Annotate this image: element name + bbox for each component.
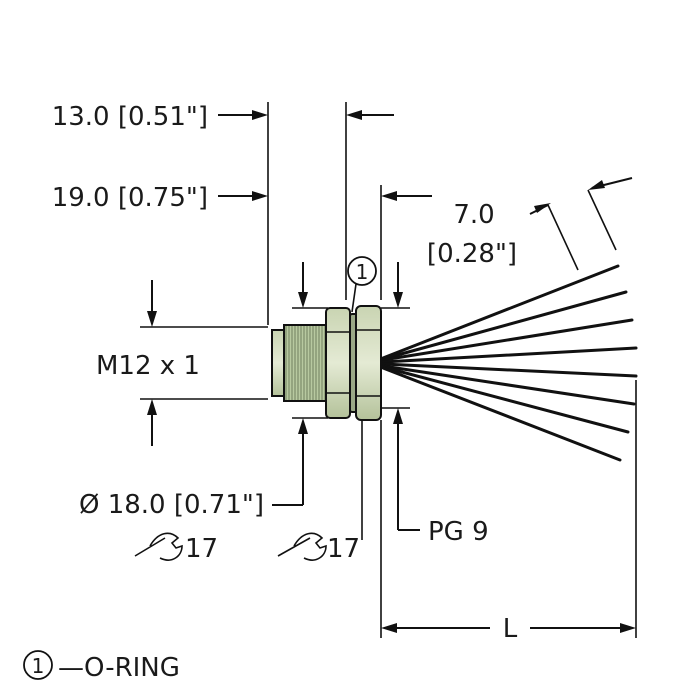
wrench-size-label-second: 17 xyxy=(327,534,360,564)
legend-marker-circle xyxy=(23,650,53,680)
hex-nut-17 xyxy=(325,307,351,419)
wire xyxy=(381,264,620,360)
dim-7-mm-label: 7.0 xyxy=(453,200,494,230)
legend-marker: 1 xyxy=(32,654,45,678)
threaded-section xyxy=(283,324,329,402)
wire xyxy=(381,365,630,434)
wire xyxy=(381,346,638,364)
hex-nut-17-second xyxy=(355,305,382,421)
dim-7-group: 7.0 [0.28"] xyxy=(427,177,633,271)
wire xyxy=(381,318,634,362)
wrench-size-label: 17 xyxy=(185,534,218,564)
pg9-label: PG 9 xyxy=(428,517,489,547)
length-label: L xyxy=(503,614,518,644)
cable-wires xyxy=(381,264,638,462)
legend: 1 —O-RING xyxy=(23,650,180,683)
wire xyxy=(381,366,622,462)
thread-label: M12 x 1 xyxy=(96,351,200,381)
dim-19-label: 19.0 [0.75"] xyxy=(52,183,208,213)
callout-circle xyxy=(347,256,377,286)
wire xyxy=(381,364,636,406)
wrench-icon: 17 xyxy=(134,532,218,564)
connector-front-face xyxy=(271,329,285,397)
dim-19-group: 19.0 [0.75"] xyxy=(52,183,432,300)
legend-text: —O-RING xyxy=(58,653,180,683)
wire xyxy=(381,290,628,361)
diameter-dim-group: Ø 18.0 [0.71"] xyxy=(79,262,328,520)
dim-13-group: 13.0 [0.51"] xyxy=(52,102,394,325)
thread-dim-group: M12 x 1 xyxy=(96,280,268,446)
dim-13-label: 13.0 [0.51"] xyxy=(52,102,208,132)
length-dim-group: L xyxy=(380,380,637,644)
pg9-group: PG 9 xyxy=(381,262,489,547)
dim-7-in-label: [0.28"] xyxy=(427,239,517,269)
wire xyxy=(381,362,638,378)
callout-marker: 1 xyxy=(356,260,369,284)
diameter-label: Ø 18.0 [0.71"] xyxy=(79,490,264,520)
connector-body xyxy=(271,305,382,421)
o-ring-callout: 1 xyxy=(347,256,377,313)
wrench-icon-second: 17 xyxy=(277,420,363,564)
